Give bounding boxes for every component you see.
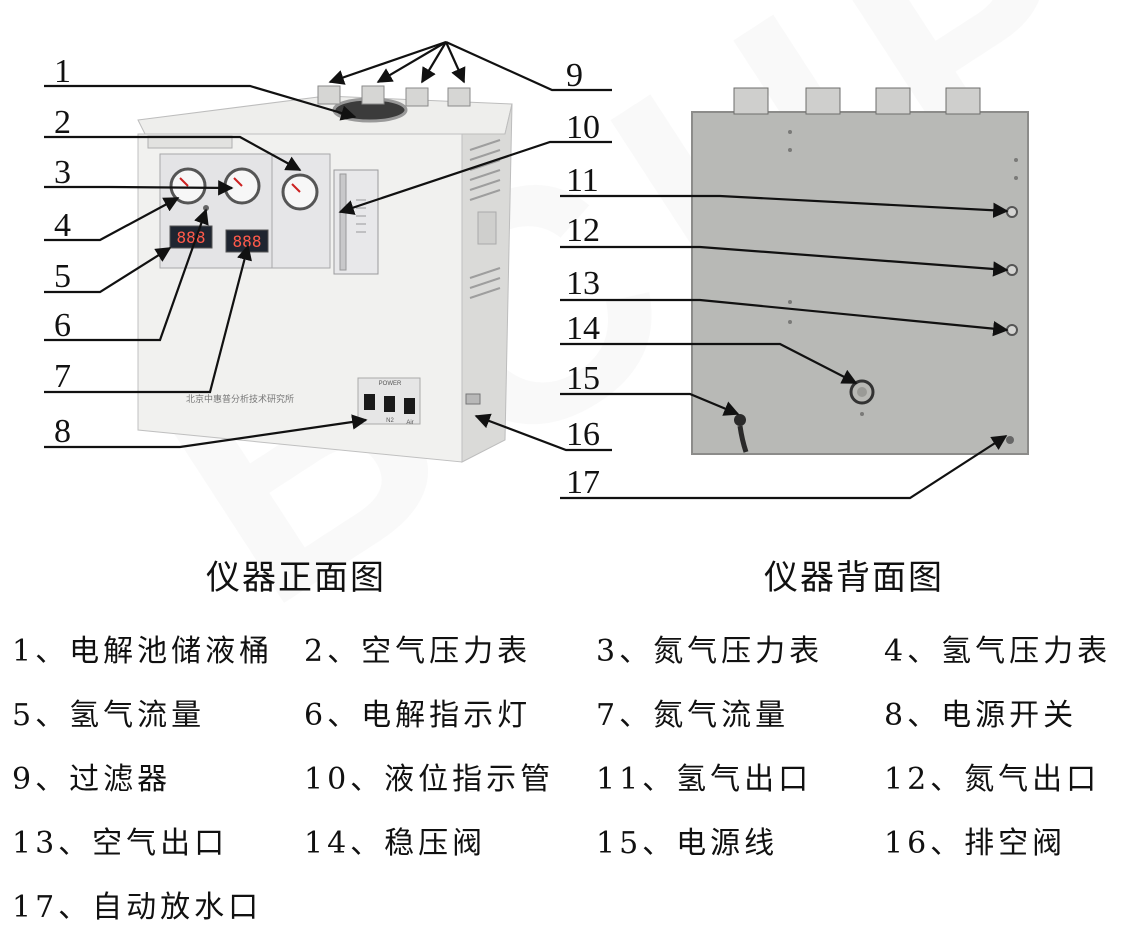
display-h2-flow: 888 — [169, 225, 213, 249]
pressure-regulating-valve — [849, 379, 875, 405]
legend-item: 6、电解指示灯 — [304, 698, 532, 733]
svg-text:888: 888 — [177, 228, 206, 247]
side-handle — [477, 211, 497, 245]
front-filters — [317, 85, 471, 107]
legend-item: 2、空气压力表 — [304, 634, 532, 669]
legend-item: 17、自动放水口 — [12, 890, 263, 925]
legend-item: 14、稳压阀 — [304, 826, 487, 861]
legend-item: 13、空气出口 — [12, 826, 229, 861]
front-device: 888 888 北京中惠普分析技术研究所 POWER N2 Air — [137, 85, 513, 463]
power-label: POWER — [379, 381, 402, 387]
callout-17: 17 — [566, 464, 600, 501]
pressure-gauge-h2 — [169, 167, 207, 205]
callout-1: 1 — [54, 53, 71, 90]
callout-15: 15 — [566, 360, 600, 397]
callout-14: 14 — [566, 310, 600, 347]
callout-12: 12 — [566, 212, 600, 249]
back-filters — [733, 87, 981, 115]
legend-item: 15、电源线 — [596, 826, 779, 861]
h2-outlet — [1006, 206, 1018, 218]
legend-item: 10、液位指示管 — [304, 762, 555, 797]
pressure-gauge-n2 — [223, 167, 261, 205]
power-switch-3[interactable] — [404, 398, 415, 414]
callout-16: 16 — [566, 416, 600, 453]
callout-8: 8 — [54, 413, 71, 450]
legend-item: 8、电源开关 — [884, 698, 1078, 733]
power-switch-1[interactable] — [364, 394, 375, 410]
svg-text:N2: N2 — [386, 418, 394, 424]
air-outlet — [1006, 324, 1018, 336]
auto-drain-outlet — [1006, 436, 1014, 444]
pressure-gauge-air — [281, 173, 319, 211]
power-switch-2[interactable] — [384, 396, 395, 412]
callout-lines — [44, 40, 1009, 500]
callout-10: 10 — [566, 109, 600, 146]
callout-4: 4 — [54, 207, 71, 244]
callout-3: 3 — [54, 154, 71, 191]
back-device — [691, 87, 1029, 455]
legend-item: 7、氮气流量 — [596, 698, 790, 733]
legend-item: 3、氮气压力表 — [596, 634, 824, 669]
legend-item: 9、过滤器 — [12, 762, 172, 797]
back-view-caption: 仪器背面图 — [764, 558, 944, 598]
callout-6: 6 — [54, 307, 71, 344]
callout-7: 7 — [54, 358, 71, 395]
callout-numbers: 1 2 3 4 5 6 7 8 9 10 11 12 13 14 15 16 1… — [54, 53, 600, 501]
legend-item: 12、氮气出口 — [884, 762, 1101, 797]
n2-outlet — [1006, 264, 1018, 276]
legend-item: 11、氢气出口 — [596, 762, 813, 797]
legend-item: 16、排空阀 — [884, 826, 1067, 861]
callout-13: 13 — [566, 265, 600, 302]
legend-item: 1、电解池储液桶 — [12, 634, 274, 669]
level-indicator-tube — [339, 173, 347, 271]
callout-11: 11 — [566, 162, 599, 199]
front-view-caption: 仪器正面图 — [206, 558, 386, 598]
svg-text:Air: Air — [406, 420, 413, 426]
legend-item: 4、氢气压力表 — [884, 634, 1112, 669]
power-cord — [734, 414, 746, 426]
callout-9: 9 — [566, 57, 583, 94]
power-switches[interactable] — [364, 394, 415, 414]
callout-2: 2 — [54, 104, 71, 141]
device-nameplate: 北京中惠普分析技术研究所 — [186, 393, 294, 405]
vent-valve — [465, 393, 481, 405]
legend-item: 5、氢气流量 — [12, 698, 206, 733]
callout-5: 5 — [54, 258, 71, 295]
